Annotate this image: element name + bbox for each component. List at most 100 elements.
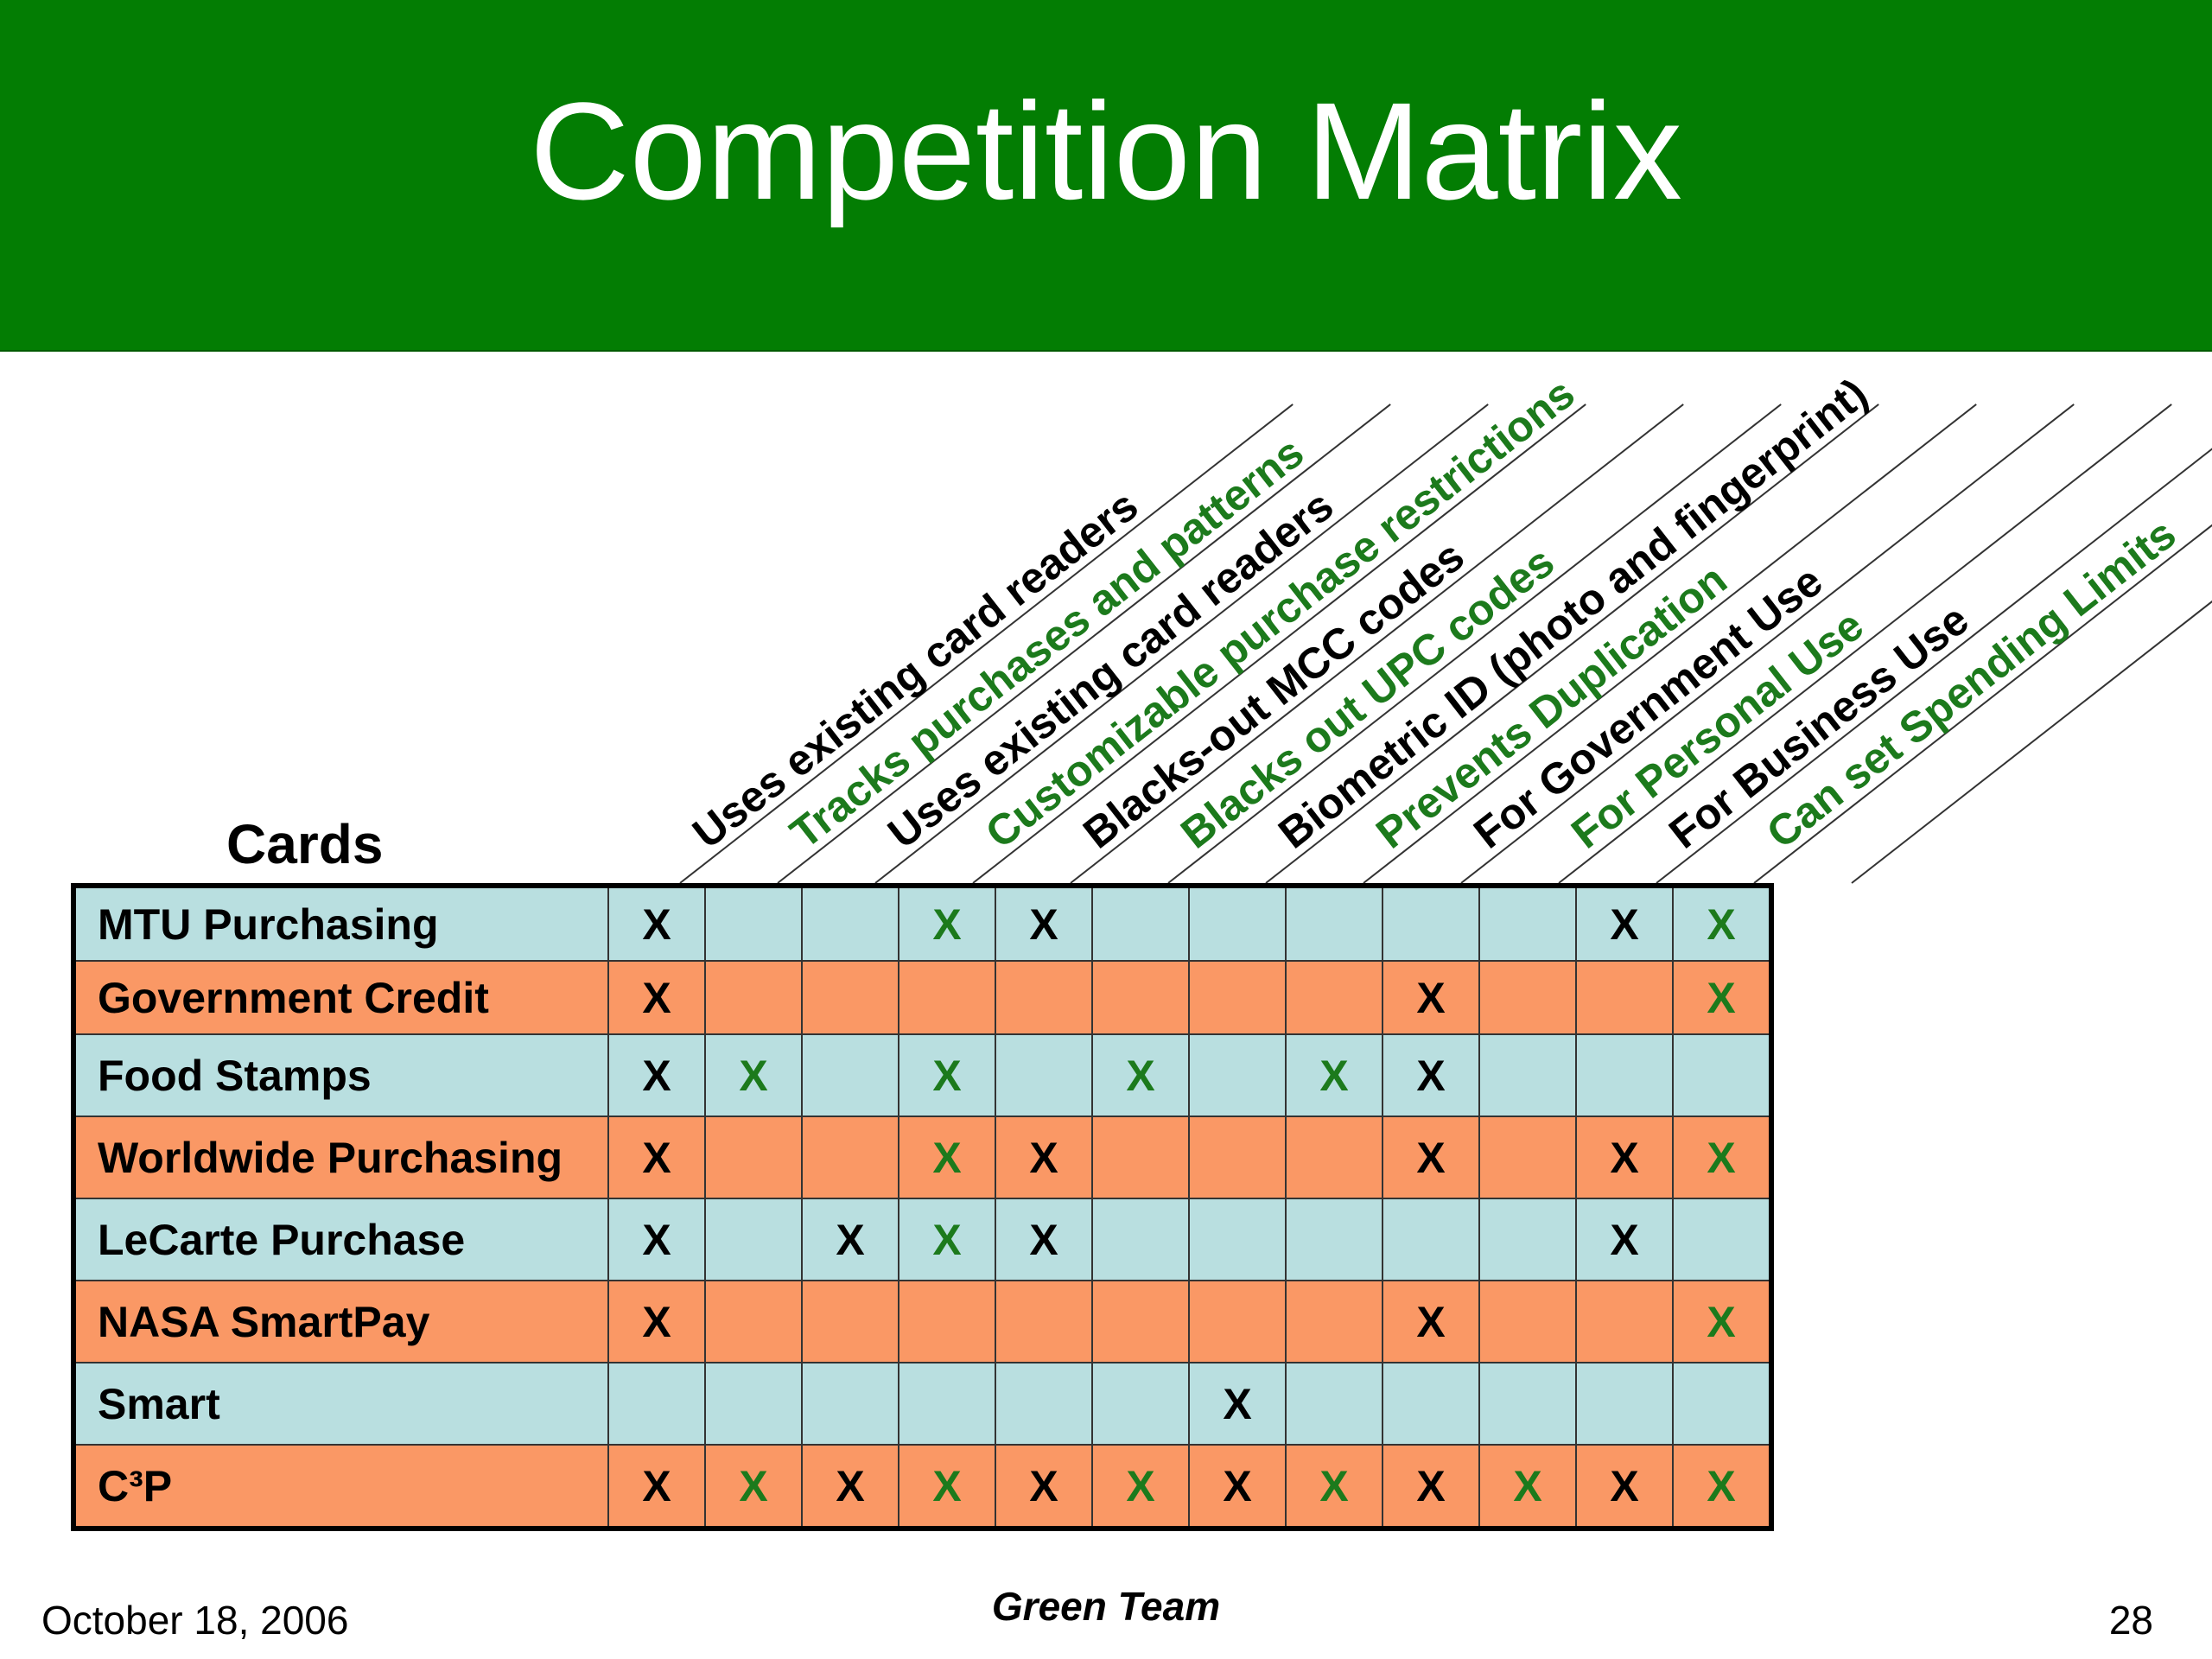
cards-label: Cards [226, 813, 384, 875]
matrix-cell: X [607, 1444, 706, 1529]
matrix-cell [995, 1033, 1093, 1117]
matrix-cell [704, 885, 803, 962]
matrix-cell: X [898, 885, 996, 962]
matrix-cell: X [1091, 1444, 1190, 1529]
card-name: MTU Purchasing [73, 885, 609, 962]
matrix-cell: X [1672, 960, 1772, 1035]
matrix-cell [1478, 1280, 1577, 1363]
matrix-cell [1382, 1198, 1480, 1281]
matrix-cell [1091, 960, 1190, 1035]
matrix-cell [1672, 1198, 1772, 1281]
matrix-cell: X [1285, 1444, 1383, 1529]
matrix-cell [1285, 885, 1383, 962]
matrix-cell: X [898, 1116, 996, 1199]
matrix-cell [704, 960, 803, 1035]
matrix-cell [1478, 885, 1577, 962]
matrix-cell [1575, 1033, 1674, 1117]
card-name: LeCarte Purchase [73, 1198, 609, 1281]
matrix-cell: X [995, 885, 1093, 962]
matrix-cell [801, 1033, 899, 1117]
matrix-cell [1575, 1362, 1674, 1446]
matrix-cell [1091, 1280, 1190, 1363]
matrix-cell: X [704, 1444, 803, 1529]
matrix-cell [898, 960, 996, 1035]
matrix-cell: X [607, 1116, 706, 1199]
card-name: NASA SmartPay [73, 1280, 609, 1363]
matrix-cell: X [1382, 1444, 1480, 1529]
matrix-cell: X [704, 1033, 803, 1117]
matrix-cell: X [1575, 1198, 1674, 1281]
matrix-cell [704, 1198, 803, 1281]
matrix-cell [898, 1362, 996, 1446]
title-banner: Competition Matrix [0, 0, 2212, 352]
matrix-cell [704, 1362, 803, 1446]
card-name: Government Credit [73, 960, 609, 1035]
matrix-cell [1285, 1280, 1383, 1363]
matrix-cell [1091, 1198, 1190, 1281]
matrix-cell: X [607, 885, 706, 962]
matrix-cell: X [1382, 1033, 1480, 1117]
matrix-cell [1575, 960, 1674, 1035]
header-separator-line [1265, 404, 1879, 884]
matrix-cell: X [1672, 1444, 1772, 1529]
matrix-cell [1285, 1198, 1383, 1281]
matrix-cell [1478, 1362, 1577, 1446]
card-name: C³P [73, 1444, 609, 1529]
header-separator-line [777, 404, 1391, 884]
header-separator-line [874, 404, 1489, 884]
header-separator-line [1363, 404, 1977, 884]
matrix-cell [801, 1116, 899, 1199]
footer-date: October 18, 2006 [41, 1598, 349, 1643]
matrix-cell [898, 1280, 996, 1363]
matrix-cell: X [1091, 1033, 1190, 1117]
matrix-cell [1188, 885, 1287, 962]
matrix-cell [1091, 885, 1190, 962]
header-separator-line [1558, 404, 2172, 884]
matrix-cell [607, 1362, 706, 1446]
header-separator-line [1167, 404, 1782, 884]
matrix-cell: X [607, 1033, 706, 1117]
matrix-cell [995, 1362, 1093, 1446]
matrix-cell [1188, 1198, 1287, 1281]
matrix-cell [1575, 1280, 1674, 1363]
header-separator-line [1753, 524, 2212, 884]
page-number: 28 [2108, 1598, 2153, 1643]
matrix-cell [704, 1280, 803, 1363]
matrix-cell: X [1575, 885, 1674, 962]
matrix-cell [1091, 1362, 1190, 1446]
matrix-cell [801, 1362, 899, 1446]
matrix-cell: X [898, 1198, 996, 1281]
matrix-cell [1478, 1116, 1577, 1199]
matrix-cell [801, 960, 899, 1035]
matrix-cell [1285, 960, 1383, 1035]
matrix-cell [801, 885, 899, 962]
matrix-cell: X [898, 1444, 996, 1529]
matrix-cell: X [1575, 1444, 1674, 1529]
footer-team: Green Team [991, 1584, 1221, 1629]
matrix-cell [1478, 1198, 1577, 1281]
matrix-cell: X [1188, 1362, 1287, 1446]
matrix-cell: X [995, 1198, 1093, 1281]
header-separator-line [1460, 404, 2075, 884]
matrix-cell [801, 1280, 899, 1363]
matrix-cell [704, 1116, 803, 1199]
matrix-cell [1478, 960, 1577, 1035]
matrix-cell [1382, 1362, 1480, 1446]
matrix-cell: X [607, 960, 706, 1035]
matrix-cell: X [1285, 1033, 1383, 1117]
matrix-cell: X [801, 1198, 899, 1281]
matrix-cell: X [995, 1116, 1093, 1199]
matrix-cell: X [1672, 1280, 1772, 1363]
matrix-cell [995, 960, 1093, 1035]
matrix-cell [1188, 1280, 1287, 1363]
slide-title: Competition Matrix [530, 73, 1682, 228]
matrix-cell [1478, 1033, 1577, 1117]
matrix-cell [1188, 1116, 1287, 1199]
matrix-cell [1285, 1362, 1383, 1446]
header-separator-line [1656, 448, 2212, 884]
header-separator-line [679, 404, 1294, 884]
matrix-cell: X [1188, 1444, 1287, 1529]
